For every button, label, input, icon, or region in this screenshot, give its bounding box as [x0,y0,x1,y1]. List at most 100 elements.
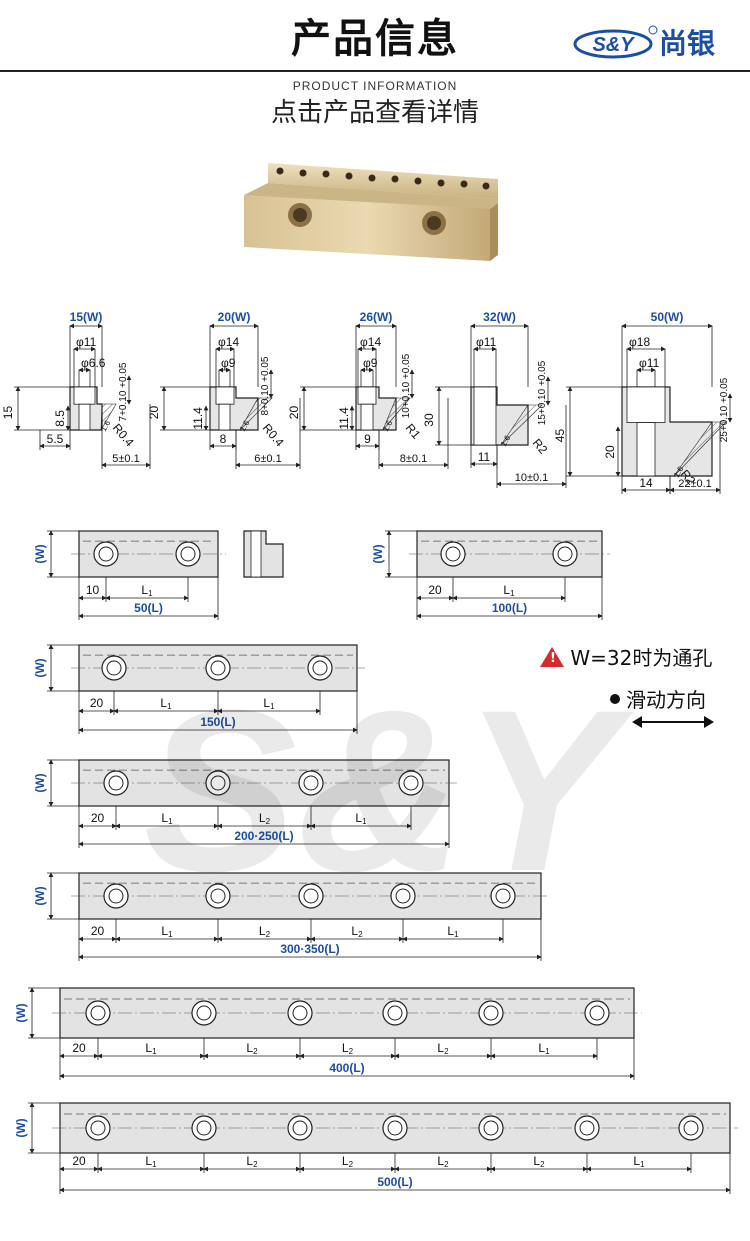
product-photo[interactable] [240,155,510,265]
base-width-label: 8 [220,432,227,446]
offset-label: 5±0.1 [112,453,139,465]
total-length-label: 150(L) [200,715,235,729]
warning-icon: ! [540,647,564,667]
pitch-label: L1 [145,1041,157,1056]
mounting-hole-inner [106,660,122,676]
mounting-hole [398,770,424,796]
mounting-hole-inner [108,888,124,904]
pitch-label: L1 [141,583,153,598]
edge-offset-label: 20 [90,696,104,710]
mounting-hole-inner [90,1005,106,1021]
warning-note: ! W=32时为通孔 [540,642,712,671]
mounting-hole [552,541,578,567]
radius-label: R0.4 [110,421,137,450]
mounting-hole [574,1115,600,1141]
bar-width-label: (W) [33,544,47,563]
bar-width-label: (W) [33,773,47,792]
height-label: 15 [1,406,15,420]
pitch-label: L2 [246,1154,258,1169]
offset-label: 22±0.1 [678,478,712,490]
mating-seat-hatch [382,397,411,431]
pitch-label: L2 [246,1041,258,1056]
brand-logo-text: S&Y [592,34,635,56]
mounting-hole [85,1115,111,1141]
mounting-hole-inner [589,1005,605,1021]
pitch-label: L2 [259,811,271,826]
mounting-hole-inner [579,1120,595,1136]
height-label: 20 [287,406,301,420]
header-divider [0,70,750,72]
mounting-hole [287,1115,313,1141]
mounting-hole-inner [90,1120,106,1136]
height-label: 30 [422,413,436,427]
end-view [243,530,284,578]
watermark-text: S&Y [144,662,635,919]
edge-offset-label: 20 [91,924,105,938]
pitch-label: L2 [259,924,271,939]
pitch-label: L1 [447,924,459,939]
mounting-hole [103,770,129,796]
mounting-hole-inner [683,1120,699,1136]
hole-diameter-label: φ18 [629,335,650,349]
mounting-hole [478,1115,504,1141]
counterbore [215,386,235,405]
mounting-hole [205,655,231,681]
mounting-hole-inner [210,660,226,676]
mounting-hole-inner [292,1120,308,1136]
total-length-label: 50(L) [134,601,163,615]
pitch-label: L1 [355,811,367,826]
mating-seat-hatch [500,404,543,446]
end-view-hole [250,530,262,578]
counterbore [357,386,377,405]
mounting-hole [175,541,201,567]
mounting-hole [191,1000,217,1026]
pitch-label: L1 [145,1154,157,1169]
through-hole [218,403,231,431]
mounting-hole [103,883,129,909]
edge-offset-label: 20 [72,1041,86,1055]
width-label: 26(W) [360,310,393,324]
hole-diameter-label: φ14 [218,335,239,349]
end-view-body [243,530,284,578]
subtitle-chinese[interactable]: 点击产品查看详情 [270,98,479,128]
pitch-label: L1 [633,1154,645,1169]
mounting-hole [678,1115,704,1141]
mounting-hole-inner [108,775,124,791]
mating-seat-hatch [239,397,273,431]
hole-diameter-label: φ11 [76,335,97,349]
mounting-hole [287,1000,313,1026]
mounting-hole-inner [196,1005,212,1021]
width-label: 32(W) [483,310,516,324]
offset-label: 10±0.1 [515,472,549,484]
bar-width-label: (W) [14,1118,28,1137]
hole-diameter-label: φ14 [360,335,381,349]
mounting-hole-inner [312,660,328,676]
mounting-hole-inner [387,1005,403,1021]
edge-offset-label: 10 [86,583,100,597]
depth-tolerance-label: 15+0.10 +0.05 [537,360,548,425]
sy-logo-icon: S&Y [573,25,658,59]
pitch-label: L2 [342,1041,354,1056]
width-label: 15(W) [70,310,103,324]
total-length-label: 500(L) [377,1175,412,1189]
bar-width-label: (W) [33,658,47,677]
pitch-label: L2 [437,1154,449,1169]
mounting-hole-inner [303,888,319,904]
pitch-label: L1 [161,924,173,939]
bar-width-label: (W) [14,1003,28,1022]
mounting-hole [101,655,127,681]
pitch-label: L1 [538,1041,550,1056]
base-width-label: 14 [639,476,653,490]
total-length-label: 200·250(L) [234,829,293,843]
counterbore [626,386,666,423]
counterbore [473,386,497,446]
hole-diameter-label: φ6.6 [81,356,106,370]
total-length-label: 400(L) [329,1061,364,1075]
double-arrow-icon [632,716,714,728]
height-label: 20 [147,406,161,420]
pitch-label: L2 [351,924,363,939]
